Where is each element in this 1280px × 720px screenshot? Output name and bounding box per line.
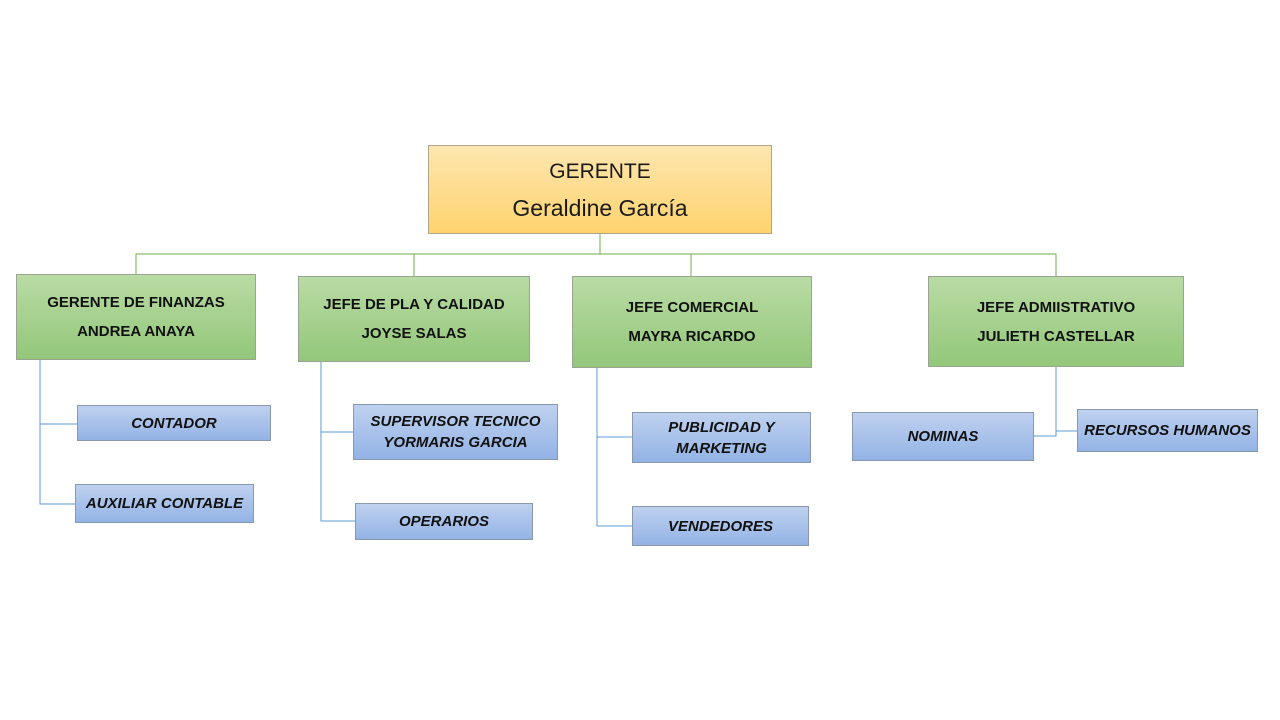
sub-box-vendedores: VENDEDORES <box>632 506 809 546</box>
sub-box-recursos-humanos: RECURSOS HUMANOS <box>1077 409 1258 452</box>
sub-box-supervisor-tecnico: SUPERVISOR TECNICO YORMARIS GARCIA <box>353 404 558 460</box>
sub-box-operarios: OPERARIOS <box>355 503 533 540</box>
connector-gerente-calidad <box>413 253 600 276</box>
sub-label-line2: YORMARIS GARCIA <box>383 434 528 451</box>
sub-box-auxiliar-contable: AUXILIAR CONTABLE <box>75 484 254 523</box>
sub-box-contador: CONTADOR <box>77 405 271 441</box>
manager-name: JULIETH CASTELLAR <box>977 327 1135 345</box>
manager-box-finanzas: GERENTE DE FINANZAS ANDREA ANAYA <box>16 274 256 360</box>
connector-administrativo-trunk <box>1034 367 1057 437</box>
manager-title: GERENTE DE FINANZAS <box>47 294 225 311</box>
sub-label: RECURSOS HUMANOS <box>1084 422 1251 439</box>
sub-label: VENDEDORES <box>667 517 774 535</box>
connector-calidad-trunk <box>320 362 355 522</box>
sub-label: NOMINAS <box>907 428 979 445</box>
connector-finanzas-trunk <box>39 360 75 505</box>
connector-gerente-comercial <box>600 253 692 276</box>
manager-box-comercial: JEFE COMERCIAL MAYRA RICARDO <box>572 276 812 368</box>
connector-comercial-trunk <box>596 368 632 527</box>
gerente-box: GERENTE Geraldine García <box>428 145 772 234</box>
sub-box-publicidad-marketing: PUBLICIDAD Y MARKETING <box>632 412 811 463</box>
manager-box-calidad: JEFE DE PLA Y CALIDAD JOYSE SALAS <box>298 276 530 362</box>
manager-name: ANDREA ANAYA <box>77 323 195 340</box>
sub-label: CONTADOR <box>131 414 217 432</box>
manager-title: JEFE DE PLA Y CALIDAD <box>323 296 505 313</box>
sub-box-nominas: NOMINAS <box>852 412 1034 461</box>
sub-label-line2: MARKETING <box>676 439 767 457</box>
connector-gerente-finanzas <box>135 234 601 274</box>
gerente-title: GERENTE <box>549 159 651 183</box>
manager-box-administrativo: JEFE ADMIISTRATIVO JULIETH CASTELLAR <box>928 276 1184 367</box>
gerente-name: Geraldine García <box>512 194 688 221</box>
sub-label: OPERARIOS <box>398 513 489 530</box>
sub-connectors <box>39 360 1077 527</box>
sub-label: AUXILIAR CONTABLE <box>85 495 244 512</box>
manager-name: JOYSE SALAS <box>361 325 467 342</box>
manager-title: JEFE COMERCIAL <box>625 299 759 316</box>
manager-name: MAYRA RICARDO <box>628 328 756 345</box>
top-connectors <box>135 234 1057 276</box>
manager-title: JEFE ADMIISTRATIVO <box>976 298 1136 316</box>
sub-label-line1: SUPERVISOR TECNICO <box>370 413 541 430</box>
connector-gerente-administrativo <box>600 253 1057 276</box>
sub-label-line1: PUBLICIDAD Y <box>668 418 775 436</box>
